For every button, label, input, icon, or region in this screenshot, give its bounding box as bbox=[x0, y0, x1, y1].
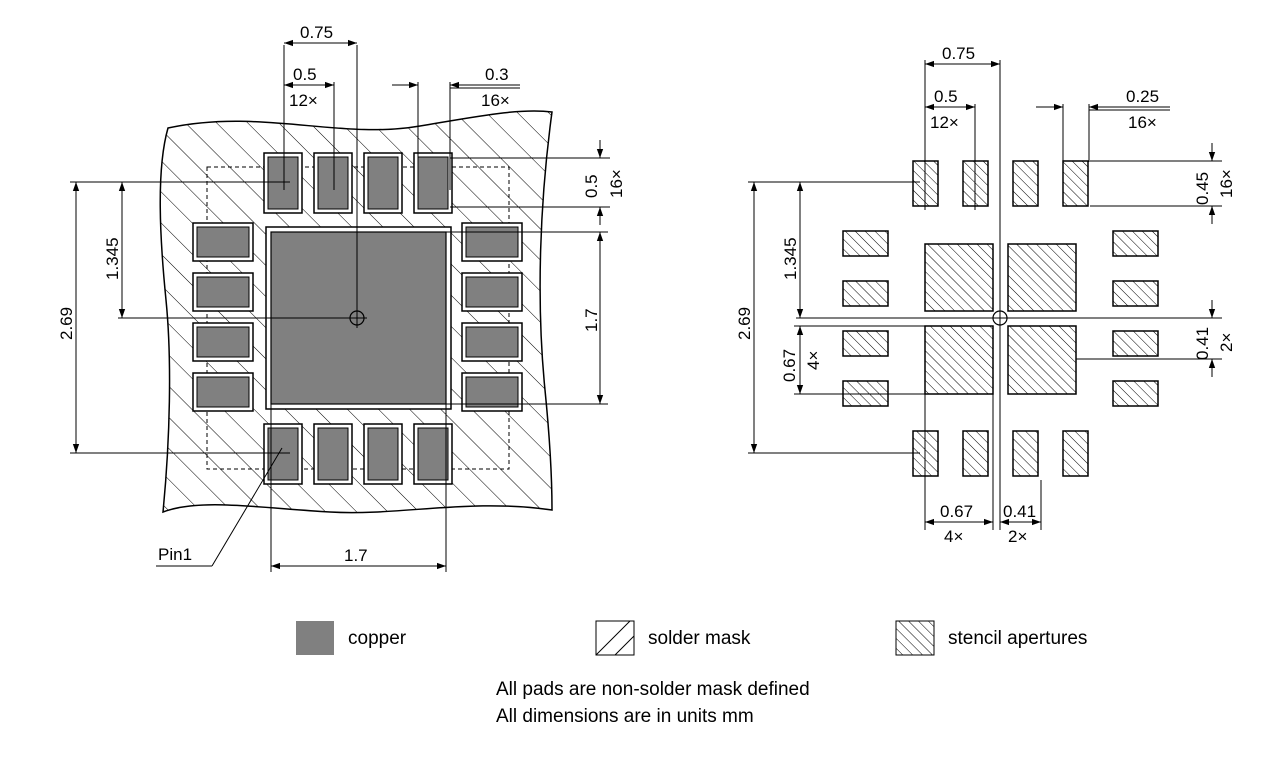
left-pad-1-copper bbox=[196, 226, 250, 258]
r-dim-vert-041: 0.41 bbox=[1193, 327, 1212, 360]
bottom-pads bbox=[263, 423, 453, 485]
legend-copper-label: copper bbox=[348, 628, 407, 649]
r-dim-vert-269: 2.69 bbox=[735, 307, 754, 340]
right-pad-4-copper bbox=[465, 376, 519, 408]
right-pads bbox=[461, 222, 523, 412]
r-dim-vert-067: 0.67 bbox=[780, 349, 799, 382]
r-dim-count-16b: 16× bbox=[1217, 169, 1236, 198]
top-pad-2-copper bbox=[317, 156, 349, 210]
legend-copper-swatch bbox=[296, 621, 334, 655]
r-dim-vert-1345: 1.345 bbox=[781, 237, 800, 280]
stencil-left-pad-3 bbox=[842, 330, 889, 357]
stencil-right-pad-2 bbox=[1112, 280, 1159, 307]
top-pads bbox=[263, 152, 453, 214]
bottom-pad-3-copper bbox=[367, 427, 399, 481]
r-dim-width-025: 0.25 bbox=[1126, 87, 1159, 106]
r-dim-pitch-075: 0.75 bbox=[942, 44, 975, 63]
dim-count-16a: 16× bbox=[481, 91, 510, 110]
stencil-right-pads bbox=[1112, 230, 1159, 407]
dim-width-03: 0.3 bbox=[485, 65, 509, 84]
left-pads bbox=[192, 222, 254, 412]
stencil-center-tr bbox=[1007, 243, 1077, 312]
legend: copper solder mask stencil apertures bbox=[296, 620, 1087, 656]
legend-solder-mask-label: solder mask bbox=[648, 628, 751, 649]
note-line-1: All pads are non-solder mask defined bbox=[496, 679, 810, 700]
r-dim-count-4b: 4× bbox=[944, 527, 963, 546]
top-pad-4-copper bbox=[417, 156, 449, 210]
r-dim-horiz-041: 0.41 bbox=[1003, 502, 1036, 521]
r-dim-count-16a: 16× bbox=[1128, 113, 1157, 132]
stencil-right-pad-4 bbox=[1112, 380, 1159, 407]
top-pad-3-copper bbox=[367, 156, 399, 210]
r-dim-count-4a: 4× bbox=[804, 351, 823, 370]
dim-vert-17: 1.7 bbox=[582, 308, 601, 332]
r-dim-horiz-067: 0.67 bbox=[940, 502, 973, 521]
dim-count-16b: 16× bbox=[607, 169, 626, 198]
dim-count-12: 12× bbox=[289, 91, 318, 110]
stencil-left-pad-1 bbox=[842, 230, 889, 257]
bottom-pad-4-copper bbox=[417, 427, 449, 481]
dim-pitch-05: 0.5 bbox=[293, 65, 317, 84]
dim-horiz-17: 1.7 bbox=[344, 546, 368, 565]
note-line-2: All dimensions are in units mm bbox=[496, 706, 754, 727]
r-dim-pitch-05: 0.5 bbox=[934, 87, 958, 106]
r-dim-count-2a: 2× bbox=[1217, 333, 1236, 352]
right-pad-2-copper bbox=[465, 276, 519, 308]
stencil-center-bl bbox=[924, 325, 994, 395]
dim-height-05: 0.5 bbox=[582, 174, 601, 198]
right-pad-3-copper bbox=[465, 326, 519, 358]
bottom-pad-1-copper bbox=[267, 427, 299, 481]
stencil-bottom-pad-3 bbox=[1012, 430, 1039, 477]
stencil-top-pad-4 bbox=[1062, 160, 1089, 207]
right-view: 0.75 0.5 12× 0.25 16× 0.45 16× 2.69 1.34… bbox=[735, 44, 1236, 546]
stencil-bottom-pad-4 bbox=[1062, 430, 1089, 477]
legend-stencil-swatch bbox=[895, 620, 935, 656]
dim-vert-1345: 1.345 bbox=[103, 237, 122, 280]
r-dim-count-2b: 2× bbox=[1008, 527, 1027, 546]
legend-stencil-label: stencil apertures bbox=[948, 628, 1087, 649]
stencil-top-pad-3 bbox=[1012, 160, 1039, 207]
pin1-label: Pin1 bbox=[158, 545, 192, 564]
left-view: 0.75 0.5 12× 0.3 16× 0.5 16× 2.69 1.345 … bbox=[57, 23, 626, 572]
bottom-pad-2-copper bbox=[317, 427, 349, 481]
stencil-center-br bbox=[1007, 325, 1077, 395]
left-pad-3-copper bbox=[196, 326, 250, 358]
r-dim-height-045: 0.45 bbox=[1193, 172, 1212, 205]
left-pad-2-copper bbox=[196, 276, 250, 308]
stencil-bottom-pad-2 bbox=[962, 430, 989, 477]
stencil-right-pad-3 bbox=[1112, 330, 1159, 357]
left-pad-4-copper bbox=[196, 376, 250, 408]
dim-pitch-075: 0.75 bbox=[300, 23, 333, 42]
r-dim-count-12: 12× bbox=[930, 113, 959, 132]
stencil-left-pad-2 bbox=[842, 280, 889, 307]
top-pad-1-copper bbox=[267, 156, 299, 210]
dim-vert-269: 2.69 bbox=[57, 307, 76, 340]
stencil-right-pad-1 bbox=[1112, 230, 1159, 257]
stencil-center-tl bbox=[924, 243, 994, 312]
